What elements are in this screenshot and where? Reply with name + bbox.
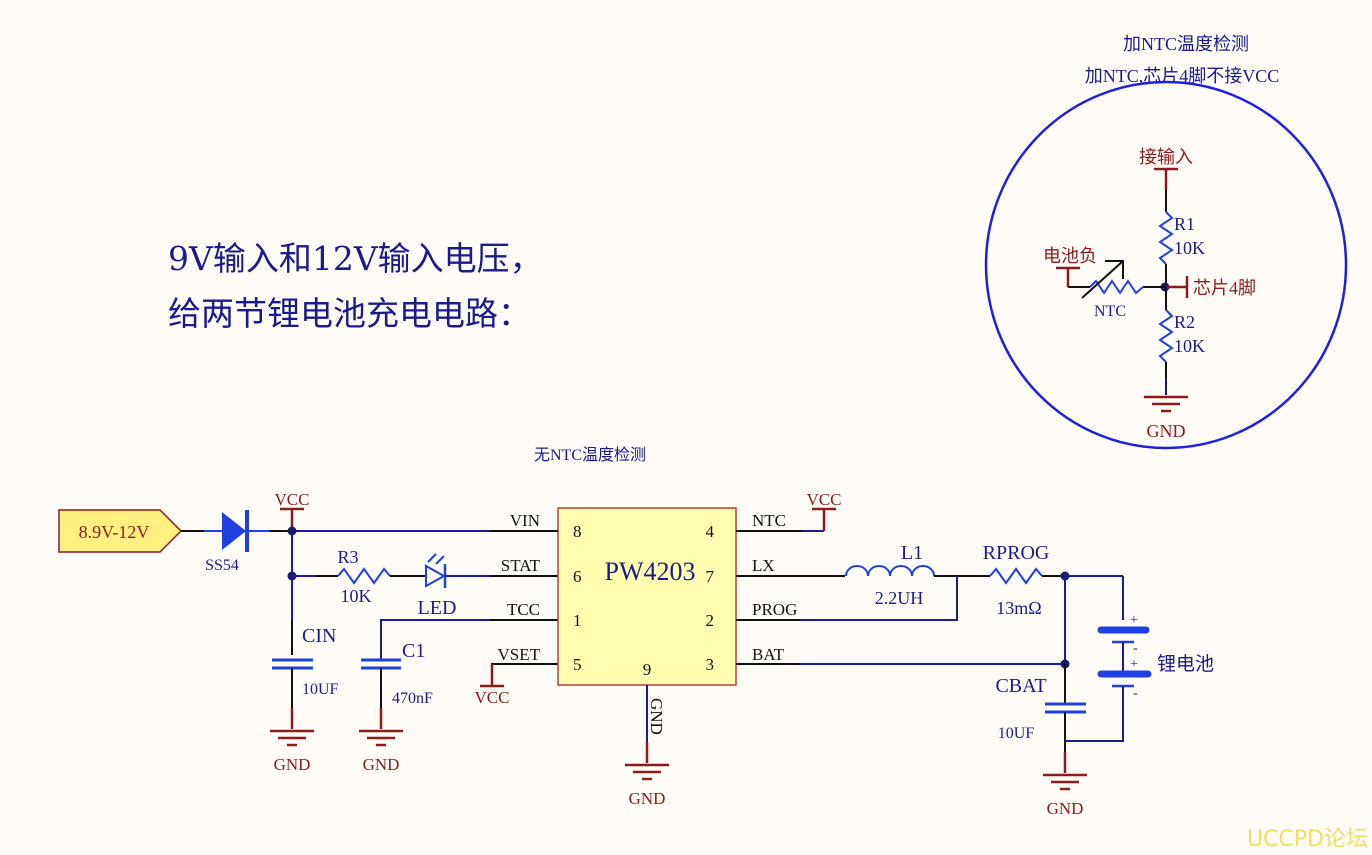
pin-label-ntc: NTC [752,511,786,530]
inset-title-1: 加NTC温度检测 [1123,34,1249,54]
cbat-ref: CBAT [995,675,1046,697]
cell1-minus: - [1133,641,1138,656]
gnd-symbol-cin [270,729,314,747]
diode-ss54 [222,512,246,550]
l1-value: 2.2UH [875,588,924,608]
cell2-minus: - [1133,686,1138,701]
ntc-arrow-head [1105,260,1124,279]
input-port-label: 8.9V-12V [79,522,150,542]
pin-label-bat: BAT [752,645,785,664]
pin-label-stat: STAT [501,556,541,575]
watermark: UCCPD论坛 [1246,827,1368,852]
led [425,553,447,588]
cin-ref: CIN [302,625,336,647]
pin-label-tcc: TCC [507,600,540,619]
r1-resistor [1158,211,1174,265]
tcc-net [380,619,490,660]
pin-num-4: 4 [706,522,715,541]
cin-capacitor [272,658,313,670]
vset-wire [491,663,558,684]
pin-num-9: 9 [643,660,652,679]
r1-ref: R1 [1174,214,1195,234]
cin-value: 10UF [302,681,339,698]
gnd-symbol-cbat [1043,773,1087,791]
pin-num-7: 7 [706,567,715,586]
diode-ref: SS54 [205,557,239,574]
heading-line-1: 9V输入和12V输入电压， [168,239,543,278]
gnd-symbol-c1 [359,729,403,747]
gnd-symbol-ic [625,763,669,781]
pin-num-6: 6 [573,567,582,586]
ntc-arrow [1081,260,1124,299]
gnd-label-c1: GND [363,755,400,774]
r3-resistor [337,567,391,585]
c1-capacitor [361,658,401,670]
ntc-inset: 加NTC温度检测 加NTC,芯片4脚不接VCC 接输入 R1 10K 芯片4脚 … [984,34,1348,450]
battery-return-wire [1065,686,1124,742]
led-ref: LED [418,597,457,619]
vcc-label-1: VCC [275,490,310,509]
battery-cell-2 [1097,670,1152,688]
r3-value: 10K [341,586,372,606]
pin-label-vin: VIN [510,511,540,530]
r1-value: 10K [1174,238,1205,258]
main-caption: 无NTC温度检测 [534,446,646,464]
pin-num-3: 3 [706,655,715,674]
vcc-label-3: VCC [807,490,842,509]
l1-ref: L1 [901,542,923,564]
rprog-ref: RPROG [983,542,1050,564]
inset-gnd-label: GND [1147,421,1186,441]
pin-label-vset: VSET [498,645,541,664]
pin-num-1: 1 [573,611,582,630]
gnd-label-cbat: GND [1047,799,1084,818]
cbat-value: 10UF [998,725,1035,742]
pin-label-gnd: GND [647,698,666,735]
cell1-plus: + [1130,613,1138,628]
r2-resistor [1158,309,1174,363]
pin-num-5: 5 [573,655,582,674]
l1-inductor [845,565,935,577]
inset-circle [984,80,1348,450]
r2-value: 10K [1174,336,1205,356]
inset-input-label: 接输入 [1139,147,1193,167]
ntc-label: NTC [1094,303,1126,320]
cell2-plus: + [1130,657,1138,672]
inset-title-2: 加NTC,芯片4脚不接VCC [1085,66,1280,86]
gnd-label-cin: GND [274,755,311,774]
heading-line-2: 给两节锂电池充电电路： [168,294,531,333]
rprog-value: 13mΩ [996,598,1041,618]
r2-ref: R2 [1174,312,1195,332]
inset-gnd-symbol [1144,395,1188,413]
vcc-label-2: VCC [475,688,510,707]
battery-cell-1 [1097,626,1150,644]
input-port [58,509,183,553]
inset-chip-pin-label: 芯片4脚 [1193,278,1256,298]
cbat-capacitor [1045,702,1086,714]
r3-ref: R3 [337,547,358,567]
pin-label-lx: LX [752,556,775,575]
c1-ref: C1 [402,640,425,662]
prog-net [736,576,958,621]
ic-name: PW4203 [605,557,696,586]
battery-label: 锂电池 [1157,653,1214,675]
gnd-label-ic: GND [629,789,666,808]
pin-num-8: 8 [573,522,582,541]
c1-value: 470nF [392,690,433,707]
inset-battery-neg-label: 电池负 [1043,246,1097,266]
rprog-resistor [989,567,1043,585]
pin-num-2: 2 [706,611,715,630]
pin-label-prog: PROG [752,600,797,619]
ic-pw4203 [557,507,737,686]
